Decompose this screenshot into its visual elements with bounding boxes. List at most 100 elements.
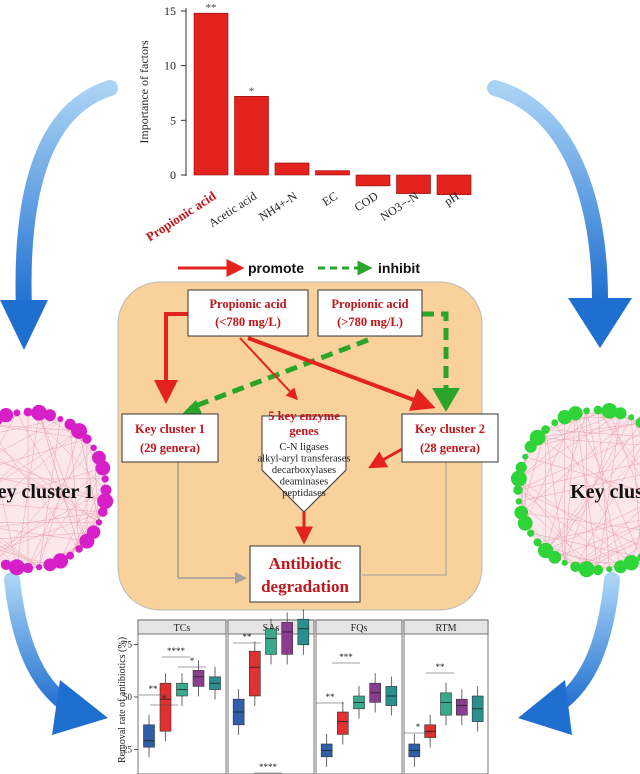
boxplot-panel-header xyxy=(315,619,403,635)
boxplot-significance: ** xyxy=(436,662,446,672)
boxplot-box xyxy=(337,711,349,735)
network-node xyxy=(515,461,527,474)
gray-connectors xyxy=(177,462,447,584)
network-node xyxy=(533,538,542,547)
boxplot-y-axis-label: Removal rate of antibiotics (%) xyxy=(117,637,128,763)
network-node xyxy=(570,561,581,572)
bar-6 xyxy=(436,174,472,195)
network-node xyxy=(601,402,618,419)
enzyme-item: C-N ligases xyxy=(279,442,328,453)
pa-high-box: Propionic acid (>780 mg/L) xyxy=(317,289,423,337)
boxplot-panel-header xyxy=(137,619,227,635)
network-node xyxy=(95,460,111,476)
legend-promote-label: promote xyxy=(248,260,304,276)
network-node xyxy=(541,425,550,434)
network-node xyxy=(97,507,108,517)
boxplot-significance: *** xyxy=(339,652,353,662)
kc1-to-output-line xyxy=(177,462,247,584)
network-node xyxy=(0,408,14,423)
network-node xyxy=(57,416,64,423)
boxplot-box xyxy=(456,698,468,716)
bar-y-tick-label: 5 xyxy=(170,113,176,127)
bar-x-label: NH4+-N xyxy=(256,189,300,224)
network-node xyxy=(551,419,559,427)
inhibit-arrows xyxy=(182,311,460,414)
bar-y-tick-label: 15 xyxy=(164,4,176,18)
enzyme-item: decarboxylases xyxy=(272,465,336,476)
bar-5 xyxy=(396,174,431,194)
network-right xyxy=(510,402,640,578)
boxplot-panel-title: FQs xyxy=(351,623,368,634)
kc2-line1: Key cluster 2 xyxy=(415,422,485,436)
network-node xyxy=(23,407,33,417)
network-node xyxy=(614,407,627,420)
network-node xyxy=(0,559,12,571)
network-node xyxy=(43,558,57,572)
network-node xyxy=(529,429,546,446)
network-node xyxy=(82,434,92,444)
output-line1: Antibiotic xyxy=(269,554,342,573)
arrow-top-right-head xyxy=(568,298,632,348)
network-node xyxy=(614,560,628,574)
bar-0 xyxy=(193,12,229,176)
blue-arrows xyxy=(0,80,632,735)
boxplot-y-tick-label: 50 xyxy=(123,692,133,702)
network-node xyxy=(517,515,533,531)
boxplot-box xyxy=(440,692,452,716)
network-node xyxy=(13,409,21,417)
bar-y-tick-label: 10 xyxy=(164,59,176,73)
boxplot-box xyxy=(281,622,293,655)
pa-low-line1: Propionic acid xyxy=(209,297,286,311)
promote-arrows xyxy=(154,312,436,545)
network-fill xyxy=(0,412,106,568)
output-box: Antibiotic degradation xyxy=(249,545,361,603)
kc1-line2: (29 genera) xyxy=(140,441,200,455)
network-node xyxy=(79,533,95,549)
boxplot-box xyxy=(297,618,310,646)
network-node xyxy=(527,529,535,537)
enzyme-title2: genes xyxy=(289,424,318,438)
network-node xyxy=(510,470,527,487)
network-node xyxy=(44,409,56,422)
bar-x-label: COD xyxy=(352,189,381,215)
boxplot-box xyxy=(143,724,155,748)
bar-x-label: EC xyxy=(320,189,340,209)
enzyme-item: peptidases xyxy=(282,488,326,499)
network-node xyxy=(22,562,34,574)
enzyme-pentagon: 5 key enzyme genes C-N ligasesalkyl-aryl… xyxy=(258,409,351,513)
bar-x-label: pH xyxy=(442,189,462,209)
kc2-line2: (28 genera) xyxy=(420,441,480,455)
network-node xyxy=(606,566,613,573)
legend-inhibit-label: inhibit xyxy=(378,260,420,276)
boxplot-box xyxy=(249,650,261,697)
network-node xyxy=(8,559,25,576)
network-node xyxy=(101,475,109,483)
arrow-bottom-left-head xyxy=(52,680,108,735)
network-node xyxy=(561,559,568,566)
network-node xyxy=(66,551,75,560)
boxplot-significance: **** xyxy=(167,646,186,656)
kc1-line1: Key cluster 1 xyxy=(135,422,205,436)
promote-low-to-kc1 xyxy=(154,312,188,404)
network-node xyxy=(71,423,88,440)
pa-high-line1: Propionic acid xyxy=(331,297,408,311)
network-node xyxy=(95,519,103,526)
enzyme-item: alkyl-aryl transferases xyxy=(258,454,351,465)
network-node xyxy=(592,564,604,576)
boxplot-significance: * xyxy=(190,656,195,666)
network-node xyxy=(513,485,523,495)
network-node xyxy=(31,404,47,421)
network-node xyxy=(522,453,529,460)
boxplot-box xyxy=(265,628,277,655)
arrow-top-left-head xyxy=(0,300,48,350)
network-node xyxy=(97,493,114,510)
network-node xyxy=(100,484,112,496)
bar-2 xyxy=(274,162,310,176)
network-node xyxy=(635,417,640,429)
bar-x-label: Propionic acid xyxy=(143,188,219,245)
bar-1 xyxy=(234,95,269,176)
boxplot-y-tick-label: 75 xyxy=(123,640,133,650)
boxplot-significance: **** xyxy=(259,762,278,772)
pa-low-box: Propionic acid (<780 mg/L) xyxy=(187,289,309,337)
